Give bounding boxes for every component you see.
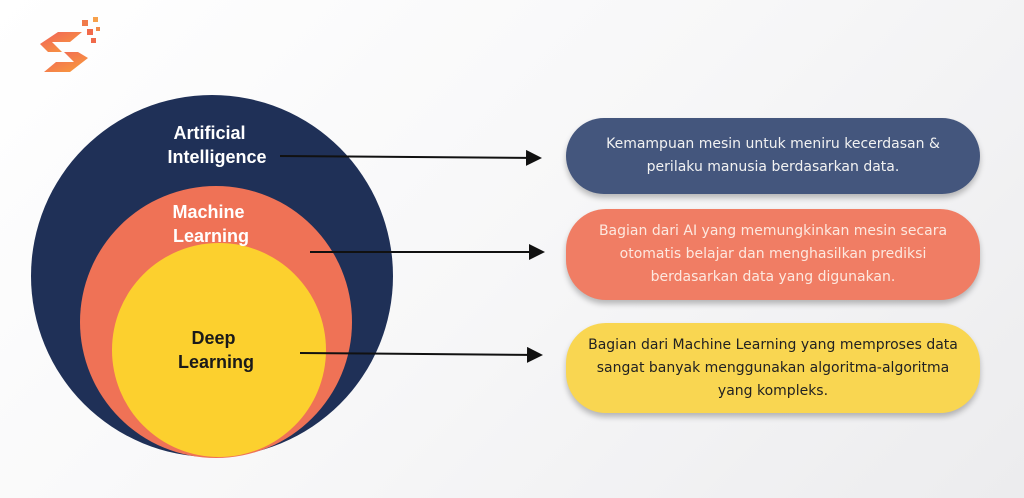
- dl-description-text: Bagian dari Machine Learning yang mempro…: [588, 336, 958, 399]
- ml-description-text: Bagian dari AI yang memungkinkan mesin s…: [598, 223, 948, 285]
- dl-description: Bagian dari Machine Learning yang mempro…: [566, 323, 980, 413]
- ml-description: Bagian dari AI yang memungkinkan mesin s…: [566, 209, 980, 300]
- ai-arrow: [279, 149, 542, 166]
- ai-description-text: Kemampuan mesin untuk meniru kecerdasan …: [606, 136, 940, 175]
- dl-label: Deep Learning: [178, 328, 254, 372]
- ml-label: Machine Learning: [172, 202, 249, 246]
- logo-icon: [40, 17, 100, 72]
- ai-description: Kemampuan mesin untuk meniru kecerdasan …: [566, 118, 980, 194]
- dl-circle: [112, 243, 326, 457]
- ai-label: Artificial Intelligence: [167, 123, 266, 167]
- dl-arrow: [299, 346, 543, 363]
